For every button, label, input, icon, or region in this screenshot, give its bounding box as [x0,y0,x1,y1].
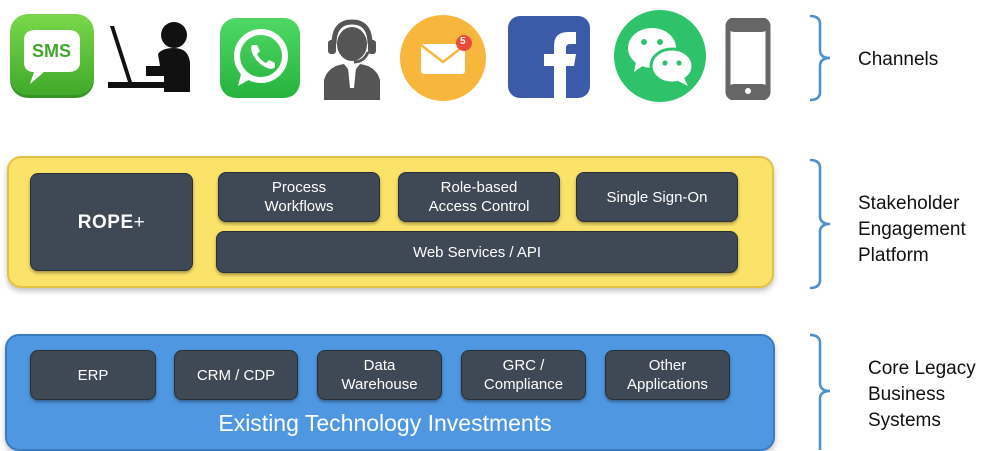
email-badge-count: 5 [460,36,466,47]
channels-label: Channels [858,49,939,70]
grc-compliance-box: GRC / Compliance [461,350,586,400]
sms-icon: SMS [10,14,94,98]
laptop-user-icon [102,18,198,105]
platform-bracket [809,158,831,290]
rope-plus-suffix: + [133,211,146,233]
mobile-phone-icon [724,17,772,105]
channels-bracket [809,14,831,102]
email-icon: 5 [400,15,486,101]
erp-box: ERP [30,350,156,400]
data-warehouse-box: Data Warehouse [317,350,442,400]
call-center-agent-icon [320,16,384,107]
web-services-api-box: Web Services / API [216,231,738,273]
sms-icon-text: SMS [32,41,72,61]
core-bracket [809,333,831,450]
other-applications-box: Other Applications [605,350,730,400]
facebook-icon [508,16,590,98]
platform-label: Stakeholder Engagement Platform [858,193,966,266]
role-based-access-control-box: Role-based Access Control [398,172,560,222]
whatsapp-icon [220,18,300,98]
process-workflows-box: Process Workflows [218,172,380,222]
crm-cdp-box: CRM / CDP [174,350,298,400]
single-sign-on-box: Single Sign-On [576,172,738,222]
rope-title: ROPE [77,211,134,233]
core-label: Core Legacy Business Systems [868,358,976,431]
wechat-icon [614,10,706,102]
rope-plus-box: ROPE+ [30,173,193,271]
core-layer-caption: Existing Technology Investments [218,410,552,436]
